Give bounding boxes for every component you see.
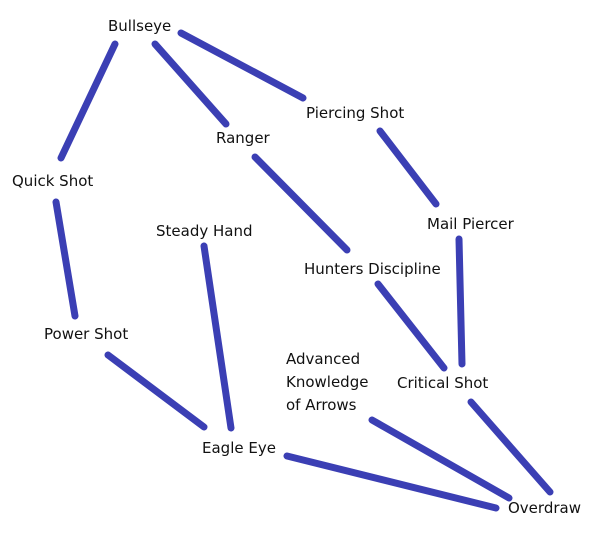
- node-piercing-shot: Piercing Shot: [306, 104, 405, 122]
- node-power-shot: Power Shot: [44, 325, 129, 343]
- edge-hunters-discipline-to-critical-shot: [374, 280, 448, 372]
- edge-piercing-shot-to-mail-piercer: [376, 127, 440, 208]
- edge-quick-shot-to-power-shot: [52, 198, 79, 320]
- node-critical-shot: Critical Shot: [397, 374, 489, 392]
- node-advanced-knowledge-of-arrows: Advanced Knowledge of Arrows: [286, 350, 369, 414]
- node-eagle-eye: Eagle Eye: [202, 439, 276, 457]
- node-bullseye: Bullseye: [108, 17, 172, 35]
- node-hunters-discipline: Hunters Discipline: [304, 260, 441, 278]
- edge-advanced-knowledge-to-overdraw: [368, 416, 513, 502]
- edge-bullseye-to-piercing-shot: [177, 29, 307, 102]
- node-steady-hand: Steady Hand: [156, 222, 253, 240]
- edge-bullseye-to-ranger: [151, 40, 230, 128]
- edge-bullseye-to-quick-shot: [57, 40, 119, 162]
- edge-ranger-to-hunters-discipline: [251, 153, 351, 254]
- node-mail-piercer: Mail Piercer: [427, 215, 514, 233]
- edge-critical-shot-to-overdraw: [467, 398, 554, 496]
- node-overdraw: Overdraw: [508, 499, 581, 517]
- edge-power-shot-to-eagle-eye: [104, 351, 208, 431]
- node-ranger: Ranger: [216, 129, 270, 147]
- edge-mail-piercer-to-critical-shot: [455, 235, 466, 368]
- edge-steady-hand-to-eagle-eye: [200, 242, 235, 432]
- edge-eagle-eye-to-overdraw: [283, 452, 500, 512]
- node-quick-shot: Quick Shot: [12, 172, 94, 190]
